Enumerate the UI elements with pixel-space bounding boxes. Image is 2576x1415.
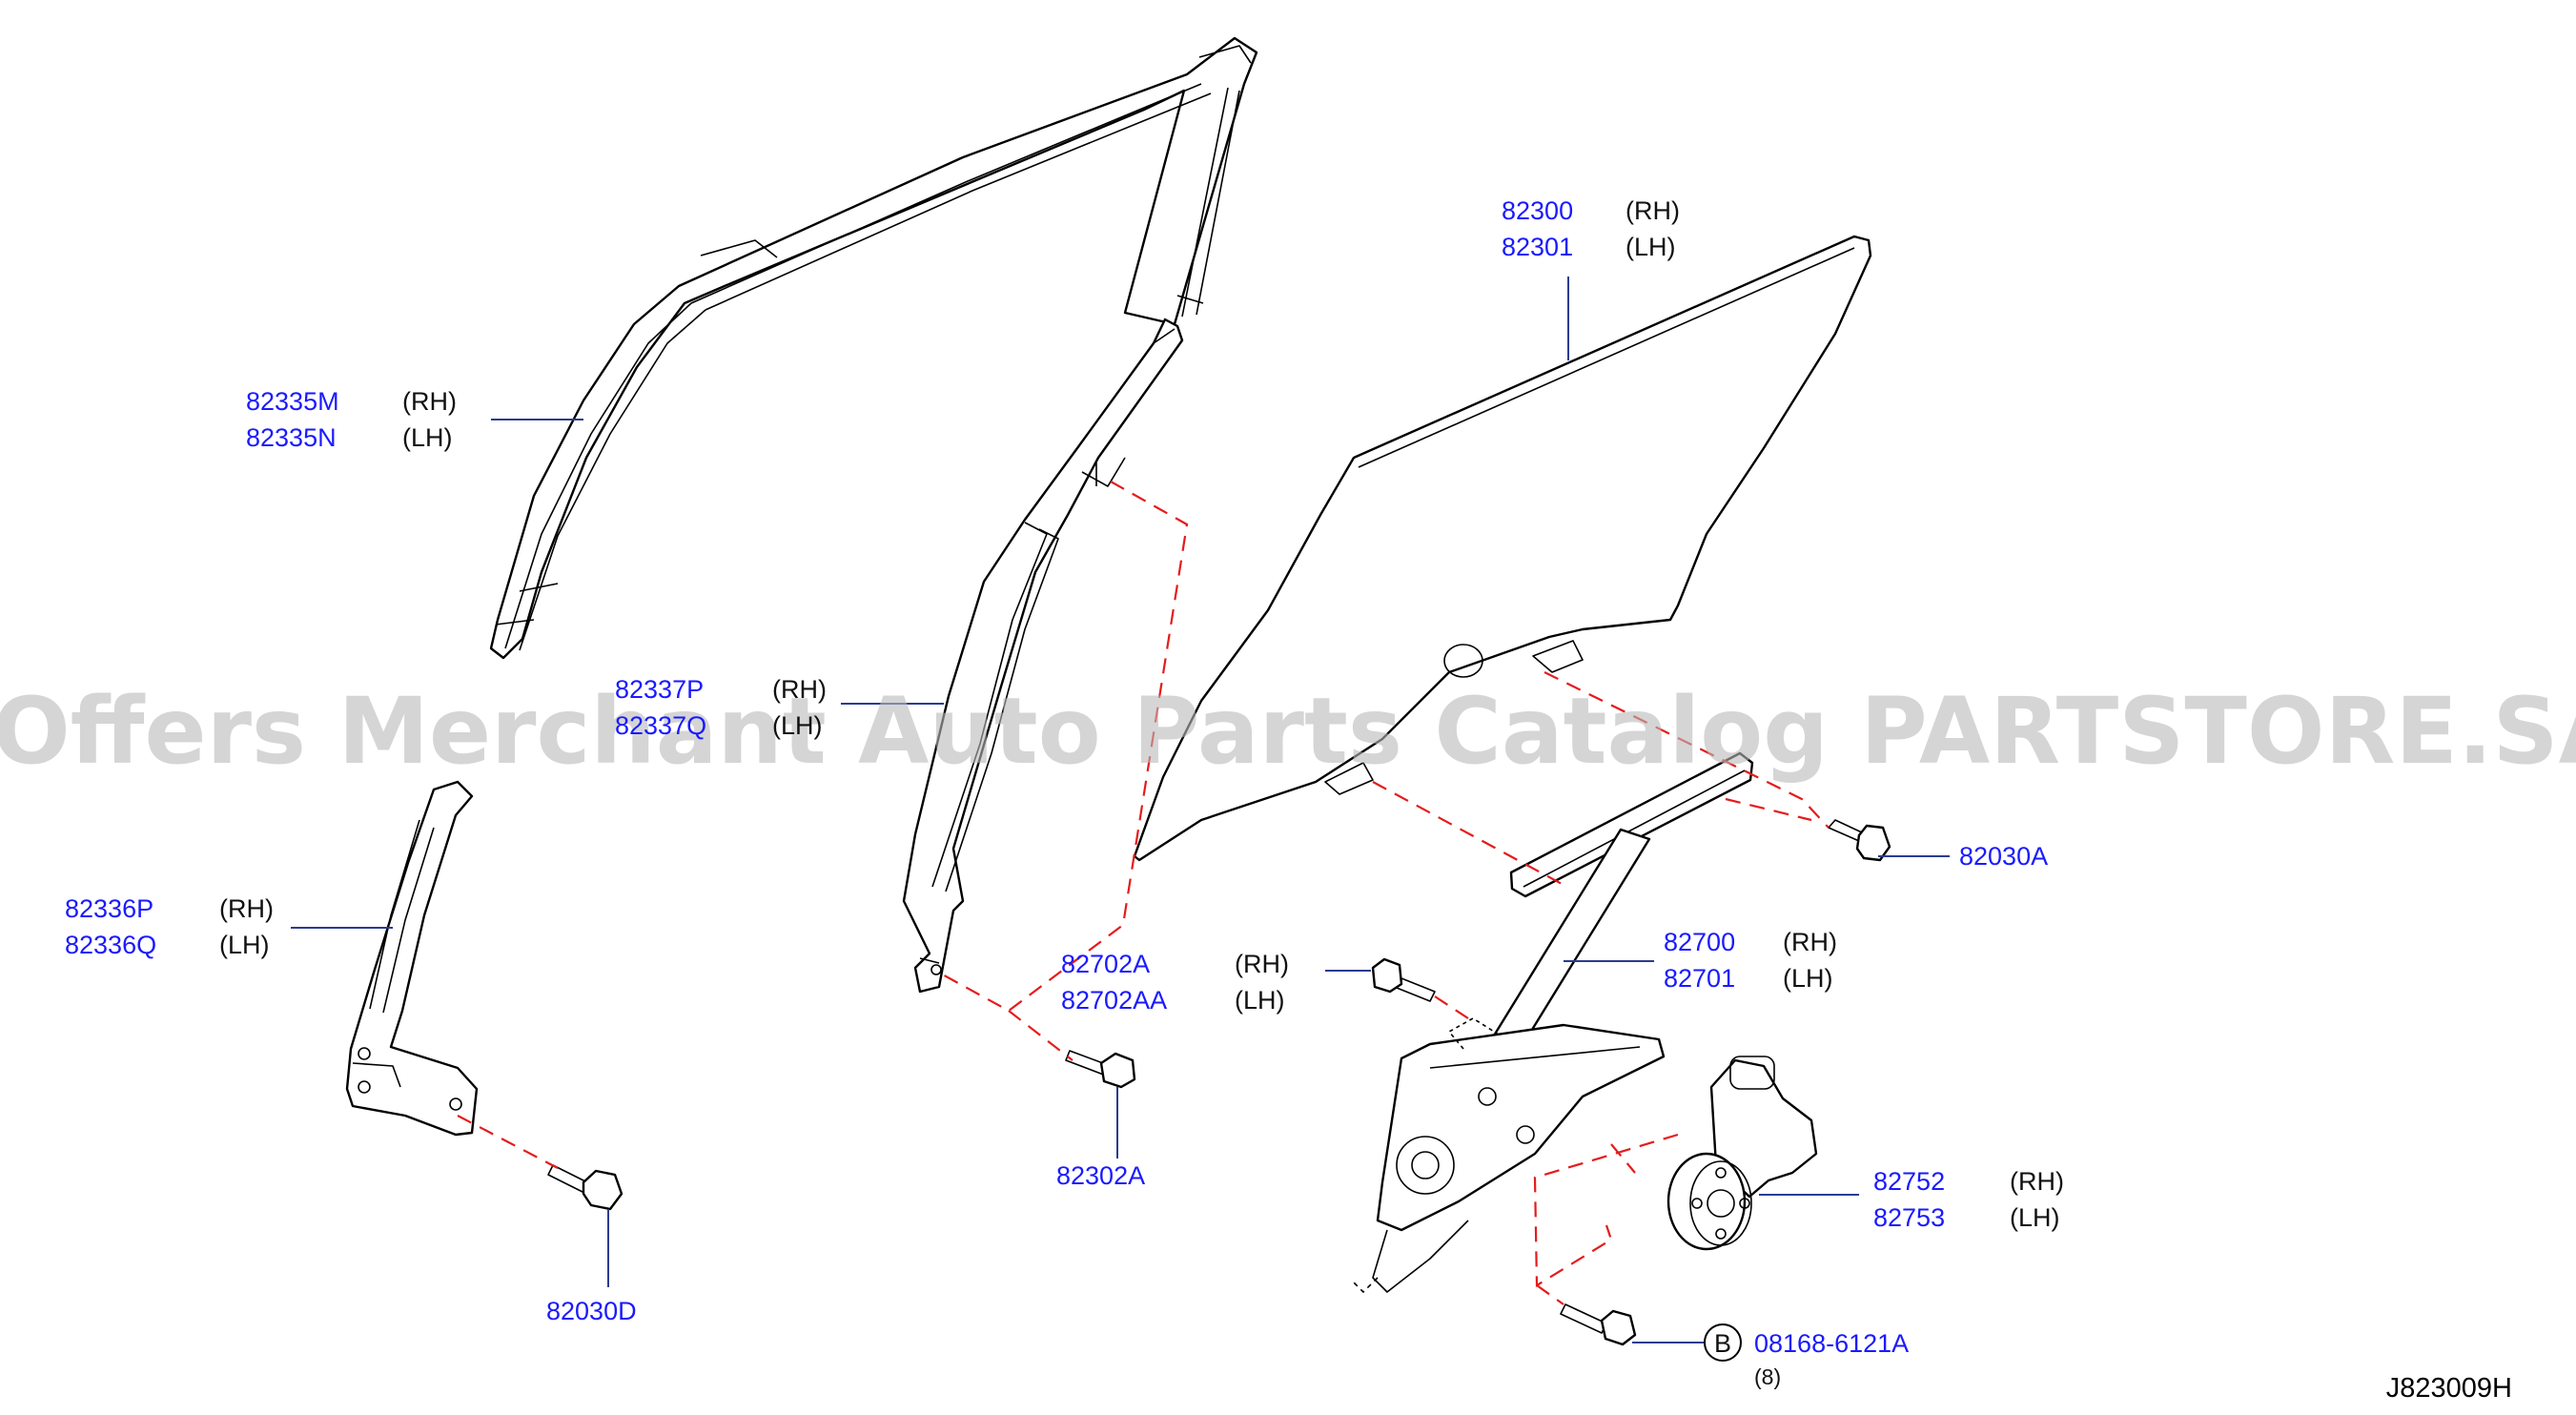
part-number-82336P[interactable]: 82336P (65, 894, 153, 923)
part-number-82335N[interactable]: 82335N (246, 423, 337, 452)
side-label-rh: (RH) (1625, 196, 1680, 225)
bolt-82302A-drawing (1065, 1050, 1136, 1089)
part-number-82030D[interactable]: 82030D (546, 1297, 637, 1325)
division-bar-drawing (345, 780, 479, 1137)
part-number-82335M[interactable]: 82335M (246, 387, 339, 416)
callout-labels: 82335M (RH) 82335N (LH) 82300 (RH) 82301… (65, 196, 2512, 1404)
side-label-lh: (LH) (1783, 964, 1833, 993)
side-label-rh: (RH) (1783, 928, 1837, 956)
part-number-82030A[interactable]: 82030A (1959, 842, 2048, 871)
side-label-lh: (LH) (1235, 986, 1285, 1015)
bolt-82030A-drawing (1828, 819, 1891, 862)
side-label-lh: (LH) (1625, 233, 1676, 261)
bolt-82030D-drawing (547, 1164, 624, 1211)
bolt-08168-drawing (1560, 1303, 1637, 1346)
side-label-rh: (RH) (772, 675, 827, 704)
part-number-82752[interactable]: 82752 (1873, 1167, 1945, 1196)
door-glass-drawing (1133, 235, 1872, 862)
part-number-82302A[interactable]: 82302A (1056, 1161, 1145, 1190)
leader-lines (291, 277, 1950, 1343)
part-number-82301[interactable]: 82301 (1502, 233, 1573, 261)
part-number-82753[interactable]: 82753 (1873, 1203, 1945, 1232)
door-sash-frame-drawing (489, 36, 1258, 660)
diagram-code: J823009H (2386, 1373, 2512, 1404)
part-number-82701[interactable]: 82701 (1664, 964, 1735, 993)
side-label-rh: (RH) (219, 894, 274, 923)
part-number-82300[interactable]: 82300 (1502, 196, 1573, 225)
watermark-text: Offers Merchant Auto Parts Catalog PARTS… (0, 678, 2576, 785)
window-regulator-drawing (1353, 751, 1754, 1293)
part-number-82702A[interactable]: 82702A (1061, 950, 1150, 978)
side-label-lh: (LH) (219, 931, 270, 959)
dashed-guide-lines (457, 481, 1830, 1305)
part-number-82700[interactable]: 82700 (1664, 928, 1735, 956)
side-label-lh: (LH) (772, 711, 823, 740)
side-label-lh: (LH) (2010, 1203, 2060, 1232)
part-number-82337P[interactable]: 82337P (615, 675, 704, 704)
side-label-rh: (RH) (1235, 950, 1289, 978)
part-number-82336Q[interactable]: 82336Q (65, 931, 156, 959)
bolt-marker-letter: B (1714, 1329, 1731, 1358)
bolt-quantity: (8) (1754, 1364, 1781, 1389)
side-label-rh: (RH) (402, 387, 457, 416)
part-number-08168-6121A[interactable]: 08168-6121A (1754, 1329, 1909, 1358)
bolt-marker-circle (1704, 1323, 1742, 1362)
side-label-lh: (LH) (402, 423, 453, 452)
regulator-motor-drawing (1666, 1056, 1818, 1251)
part-number-82702AA[interactable]: 82702AA (1061, 986, 1167, 1015)
side-label-rh: (RH) (2010, 1167, 2064, 1196)
part-number-82337Q[interactable]: 82337Q (615, 711, 706, 740)
glass-run-channel-drawing (902, 318, 1184, 994)
bolt-82702A-drawing (1371, 957, 1436, 1002)
